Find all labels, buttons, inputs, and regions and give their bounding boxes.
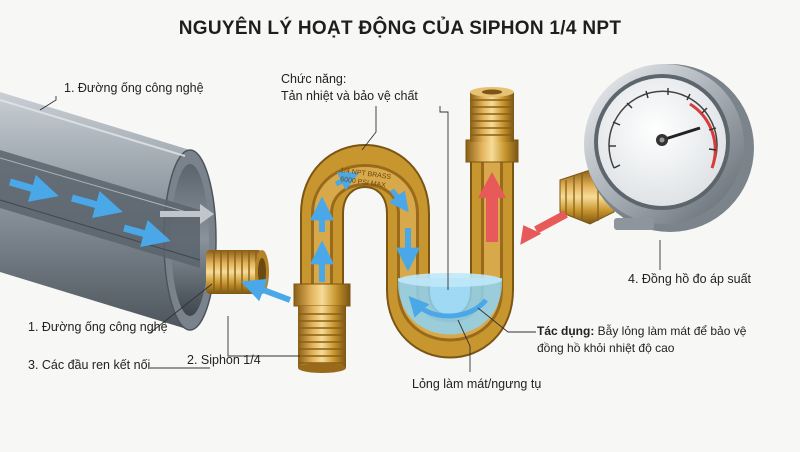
pressure-gauge-icon (559, 64, 754, 232)
label-function-text: Tản nhiệt và bảo vệ chất (281, 89, 418, 103)
page-title: NGUYÊN LÝ HOẠT ĐỘNG CỦA SIPHON 1/4 NPT (178, 18, 622, 39)
siphon-top-fitting (465, 87, 519, 163)
label-function-heading: Chức năng: (281, 72, 347, 86)
condensate-liquid (398, 273, 502, 335)
label-effect-heading: Tác dụng: (537, 324, 595, 338)
flow-arrow-icon (310, 172, 420, 282)
leader-lines (39, 96, 661, 372)
heat-arrow-icon (478, 172, 506, 242)
label-liquid: Lỏng làm mát/ngưng tụ (412, 377, 542, 391)
label-effect: Tác dụng: Bẫy lỏng làm mát để bảo vệ (537, 324, 746, 339)
label-pipe-top: 1. Đường ống công nghệ (64, 81, 204, 95)
label-threads: 3. Các đầu ren kết nối (28, 358, 151, 372)
label-siphon: 2. Siphon 1/4 (187, 353, 261, 367)
label-effect-text: Bẫy lỏng làm mát để bảo vệ (594, 324, 747, 338)
flow-arrow-icon (241, 278, 292, 303)
label-pipe-bottom: 1. Đường ống công nghệ (28, 320, 168, 334)
heat-arrow-icon (520, 210, 568, 245)
label-gauge: 4. Đồng hồ đo áp suất (628, 272, 752, 286)
label-effect-line2: đồng hồ khỏi nhiệt độ cao (537, 341, 675, 355)
siphon-bottom-fitting (293, 283, 351, 373)
flow-arrow-icon (9, 174, 214, 247)
